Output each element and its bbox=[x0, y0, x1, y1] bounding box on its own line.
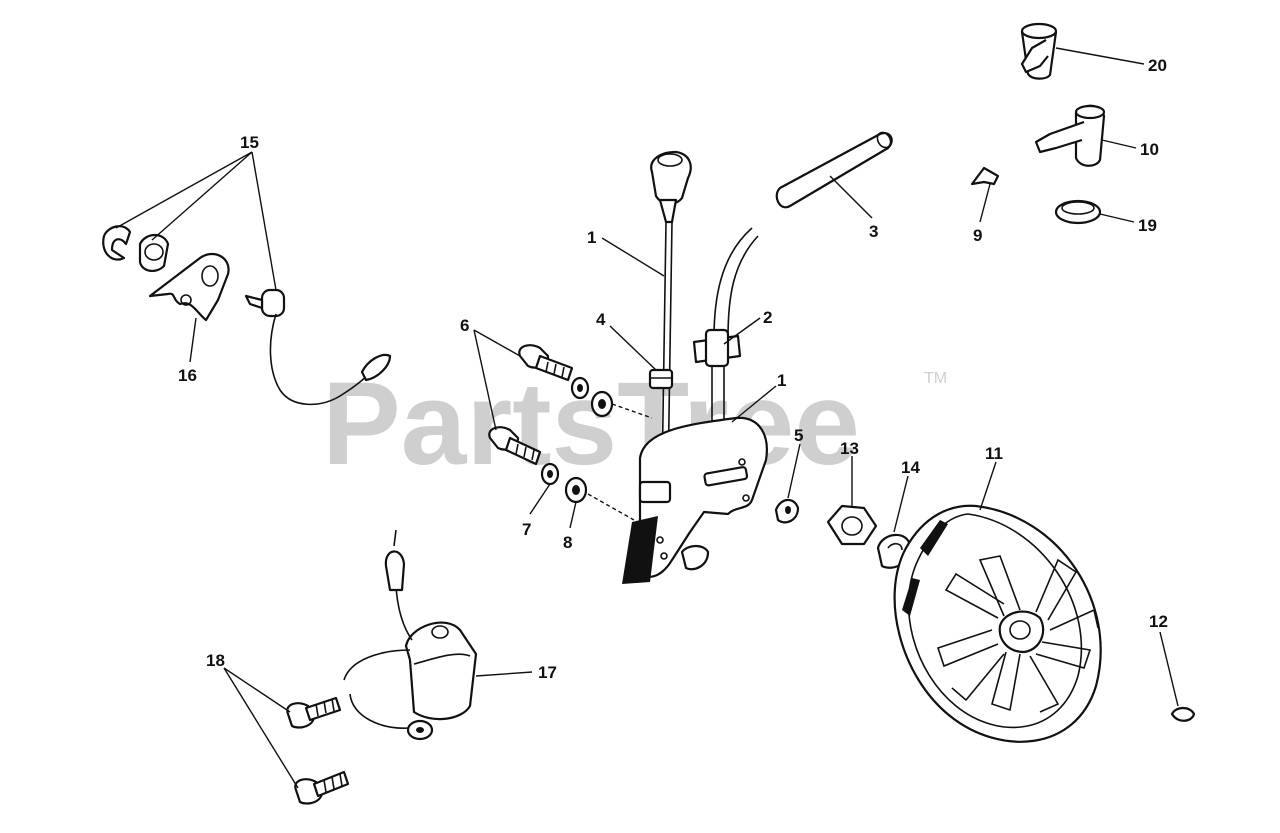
part-13-hex-nut[interactable] bbox=[826, 504, 878, 546]
callout-9: 9 bbox=[973, 226, 982, 245]
part-11-flywheel[interactable] bbox=[893, 504, 1102, 743]
callout-19: 19 bbox=[1138, 216, 1157, 235]
callout-1-upper: 1 bbox=[587, 228, 596, 247]
callout-4: 4 bbox=[596, 310, 606, 329]
part-9-clip[interactable] bbox=[970, 166, 1000, 186]
part-12-flywheel-key[interactable] bbox=[1170, 706, 1196, 722]
part-4-grommet[interactable] bbox=[648, 368, 674, 390]
part-6-screw-lower[interactable] bbox=[488, 426, 542, 466]
callout-14: 14 bbox=[901, 458, 920, 477]
callout-15: 15 bbox=[240, 133, 259, 152]
part-16-plate[interactable] bbox=[148, 252, 230, 322]
callout-7: 7 bbox=[522, 520, 531, 539]
callout-8: 8 bbox=[563, 533, 572, 552]
callout-16: 16 bbox=[178, 366, 197, 385]
part-8-flat-washer[interactable] bbox=[564, 390, 614, 504]
callout-2: 2 bbox=[763, 308, 772, 327]
callout-20: 20 bbox=[1148, 56, 1167, 75]
callout-18: 18 bbox=[206, 651, 225, 670]
part-3-sleeve[interactable] bbox=[775, 130, 893, 209]
part-10-spark-plug-terminal[interactable] bbox=[1034, 104, 1106, 167]
part-19-grommet[interactable] bbox=[1054, 199, 1102, 225]
callout-labels: 20 10 19 9 3 15 16 1 2 4 1 6 7 8 5 13 14… bbox=[178, 56, 1168, 682]
callout-1-module: 1 bbox=[777, 371, 786, 390]
callout-6: 6 bbox=[460, 316, 469, 335]
leader-lines bbox=[115, 47, 1179, 789]
watermark-text: PartsTree bbox=[322, 358, 860, 490]
part-18-screw-lower[interactable] bbox=[294, 770, 350, 805]
part-1-lead-wire[interactable] bbox=[650, 150, 692, 481]
callout-10: 10 bbox=[1140, 140, 1159, 159]
watermark-trademark: TM bbox=[924, 370, 947, 387]
part-17-ignition-coil[interactable] bbox=[343, 529, 478, 741]
part-20-spark-plug-boot[interactable] bbox=[1020, 22, 1058, 80]
callout-3: 3 bbox=[869, 222, 878, 241]
callout-17: 17 bbox=[538, 663, 557, 682]
callout-13: 13 bbox=[840, 439, 859, 458]
part-18-screw-upper[interactable] bbox=[286, 696, 342, 729]
callout-11: 11 bbox=[985, 444, 1003, 463]
part-1-ignition-module[interactable] bbox=[622, 416, 768, 584]
part-5-washer[interactable] bbox=[774, 498, 800, 524]
part-6-screw-upper[interactable] bbox=[518, 344, 574, 382]
part-15-ground-lead-assembly[interactable] bbox=[102, 225, 392, 406]
callout-5: 5 bbox=[794, 426, 803, 445]
callout-12: 12 bbox=[1149, 612, 1168, 631]
